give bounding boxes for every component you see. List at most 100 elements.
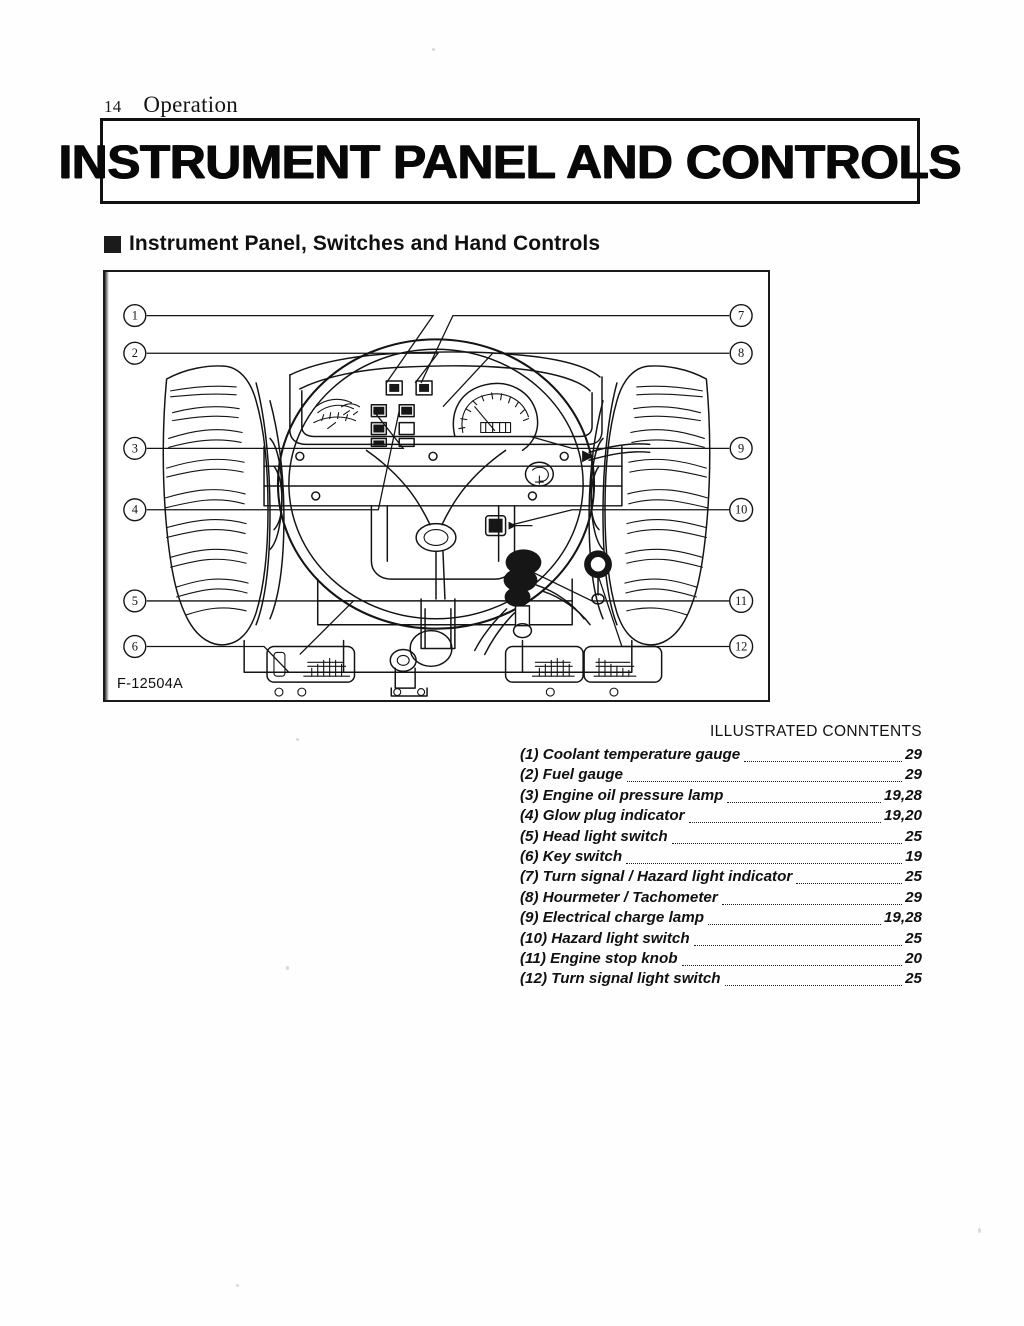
leader-dots [744, 760, 903, 762]
contents-item: (9) Electrical charge lamp 19,28 [520, 908, 922, 928]
contents-item: (12) Turn signal light switch 25 [520, 969, 922, 989]
callout-8: 8 [729, 341, 753, 365]
leader-dots [724, 985, 903, 987]
section-title: Operation [143, 92, 239, 117]
gear-shift-lever [389, 629, 453, 697]
contents-item-page: 25 [905, 929, 922, 947]
callout-5: 5 [123, 589, 147, 613]
figure-instrument-panel: .ln { fill:none; stroke:#141414; stroke-… [103, 270, 770, 702]
contents-item: (6) Key switch 19 [520, 847, 922, 867]
leader-dots [693, 944, 903, 946]
illustrated-contents: ILLUSTRATED CONNTENTS (1) Coolant temper… [520, 723, 922, 990]
contents-item: (11) Engine stop knob 20 [520, 949, 922, 969]
contents-item-page: 29 [905, 766, 922, 784]
brake-pedals [504, 645, 663, 697]
floor-and-pedals [243, 629, 663, 697]
svg-text:7: 7 [738, 309, 744, 323]
contents-item-label: (7) Turn signal / Hazard light indicator [520, 868, 793, 886]
contents-item: (5) Head light switch 25 [520, 827, 922, 847]
contents-item-label: (3) Engine oil pressure lamp [520, 786, 724, 804]
subsection-heading: Instrument Panel, Switches and Hand Cont… [104, 232, 600, 256]
leader-dots [671, 842, 903, 844]
contents-item-page: 29 [905, 746, 922, 763]
leader-dots [727, 801, 881, 803]
contents-item-label: (2) Fuel gauge [520, 766, 623, 784]
callout-11: 11 [729, 588, 754, 614]
tractor-operator-station-illustration: .ln { fill:none; stroke:#141414; stroke-… [123, 304, 754, 697]
contents-item-page: 19 [905, 848, 922, 866]
svg-text:11: 11 [735, 594, 747, 608]
leader-dots [626, 862, 903, 864]
contents-item: (4) Glow plug indicator 19,20 [520, 806, 922, 826]
svg-text:4: 4 [132, 503, 138, 517]
callout-12: 12 [729, 634, 754, 659]
contents-item-label: (9) Electrical charge lamp [520, 909, 705, 927]
contents-item: (1) Coolant temperature gauge 29 [520, 745, 922, 765]
leader-dots [796, 883, 903, 885]
contents-item-label: (4) Glow plug indicator [520, 807, 685, 825]
svg-text:3: 3 [132, 441, 138, 455]
contents-item-page: 25 [905, 868, 922, 886]
engine-stop-knob [503, 549, 542, 639]
square-bullet-icon [104, 235, 121, 253]
callout-4: 4 [123, 498, 147, 522]
svg-text:2: 2 [132, 346, 138, 360]
contents-item-label: (11) Engine stop knob [520, 950, 678, 968]
contents-item: (10) Hazard light switch 25 [520, 929, 922, 949]
scan-speckle [978, 1228, 981, 1233]
scan-speckle [296, 738, 299, 741]
callout-markers: 1 2 3 4 5 6 7 8 9 10 11 12 [123, 304, 754, 659]
svg-text:9: 9 [738, 441, 744, 455]
contents-item-page: 19,20 [883, 807, 922, 825]
contents-item-page: 29 [905, 888, 922, 906]
callout-2: 2 [123, 341, 147, 365]
callout-3: 3 [123, 436, 147, 460]
contents-item-label: (6) Key switch [520, 848, 623, 866]
callout-9: 9 [729, 436, 753, 460]
contents-item-page: 20 [905, 950, 922, 968]
leader-dots [626, 781, 903, 783]
callout-10: 10 [729, 497, 754, 522]
contents-item: (3) Engine oil pressure lamp 19,28 [520, 786, 922, 806]
svg-text:12: 12 [735, 639, 747, 653]
svg-text:10: 10 [735, 503, 747, 517]
svg-text:5: 5 [132, 594, 138, 608]
contents-item-page: 25 [905, 970, 922, 988]
contents-item-label: (10) Hazard light switch [520, 929, 690, 947]
leader-dots [688, 822, 881, 824]
page-number: 14 [104, 97, 122, 116]
dashboard-housing [263, 351, 623, 626]
left-tire [162, 365, 285, 646]
callout-1: 1 [123, 304, 147, 328]
running-head: 14 Operation [104, 92, 238, 118]
contents-item-page: 25 [905, 827, 922, 845]
svg-text:8: 8 [738, 346, 744, 360]
callout-7: 7 [729, 304, 753, 328]
scan-speckle [236, 1284, 239, 1287]
contents-item: (2) Fuel gauge 29 [520, 765, 922, 785]
clutch-pedal [266, 645, 356, 697]
chapter-title: INSTRUMENT PANEL AND CONTROLS [58, 134, 962, 188]
contents-item-page: 19,28 [883, 909, 922, 927]
instrument-cluster [313, 380, 539, 452]
scan-speckle [432, 48, 435, 51]
contents-item-label: (8) Hourmeter / Tachometer [520, 888, 718, 906]
svg-text:6: 6 [132, 639, 138, 653]
contents-item: (8) Hourmeter / Tachometer 29 [520, 888, 922, 908]
contents-item-label: (5) Head light switch [520, 827, 668, 845]
callout-6: 6 [123, 634, 147, 659]
right-tire [588, 365, 711, 646]
subsection-heading-label: Instrument Panel, Switches and Hand Cont… [129, 232, 601, 255]
chapter-banner: INSTRUMENT PANEL AND CONTROLS [59, 118, 962, 204]
contents-item: (7) Turn signal / Hazard light indicator… [520, 867, 922, 887]
hand-controls [474, 443, 651, 656]
illustrated-contents-list: (1) Coolant temperature gauge 29 (2) Fue… [520, 745, 922, 990]
leader-dots [708, 924, 881, 926]
scan-speckle [286, 966, 289, 970]
contents-item-label: (1) Coolant temperature gauge [520, 746, 741, 763]
steering-wheel [276, 338, 596, 650]
leader-dots [681, 964, 903, 966]
contents-item-label: (12) Turn signal light switch [520, 970, 721, 988]
figure-id-label: F-12504A [117, 676, 184, 692]
